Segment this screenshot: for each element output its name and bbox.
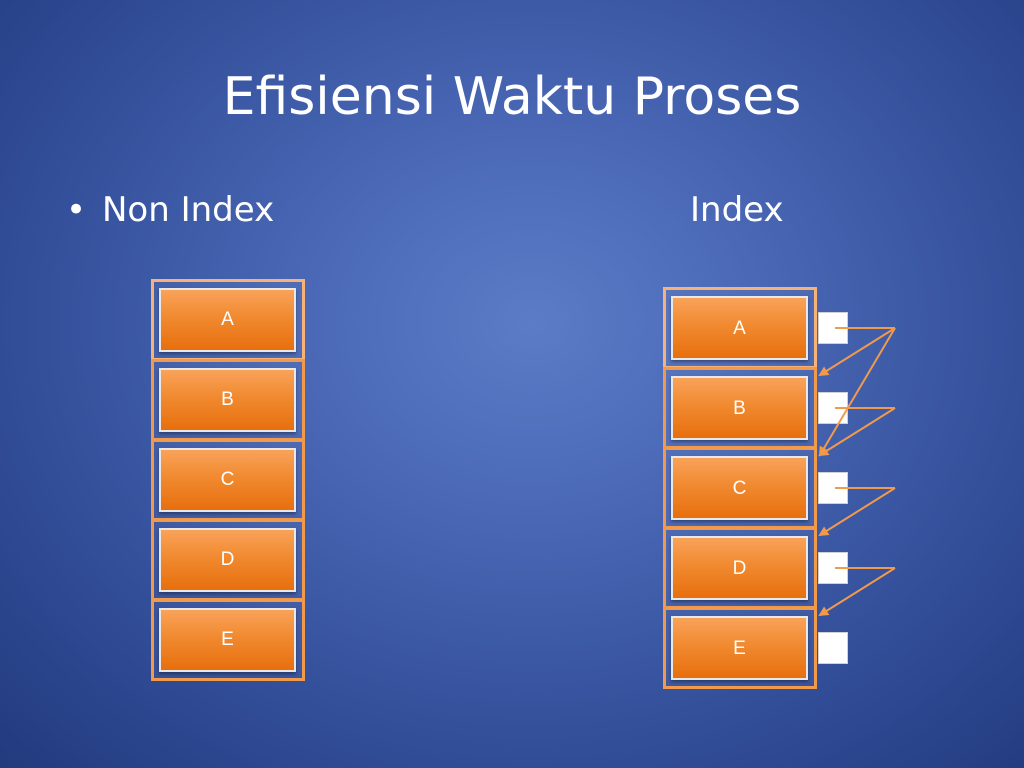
index-pointer-c [818, 472, 848, 504]
index-label: Index [690, 190, 784, 230]
non-index-node-d: D [159, 528, 296, 592]
index-node-e: E [671, 616, 808, 680]
index-node-c: C [671, 456, 808, 520]
index-node-a: A [671, 296, 808, 360]
index-pointer-b [818, 392, 848, 424]
index-pointer-e [818, 632, 848, 664]
bullet-icon: • [66, 190, 87, 230]
index-node-d: D [671, 536, 808, 600]
non-index-node-c: C [159, 448, 296, 512]
index-node-b: B [671, 376, 808, 440]
non-index-node-b: B [159, 368, 296, 432]
slide-title: Efisiensi Waktu Proses [222, 67, 802, 127]
non-index-label: Non Index [102, 190, 275, 230]
non-index-node-a: A [159, 288, 296, 352]
index-pointer-d [818, 552, 848, 584]
non-index-node-e: E [159, 608, 296, 672]
non-index-heading: • Non Index [66, 188, 274, 232]
index-pointer-a [818, 312, 848, 344]
